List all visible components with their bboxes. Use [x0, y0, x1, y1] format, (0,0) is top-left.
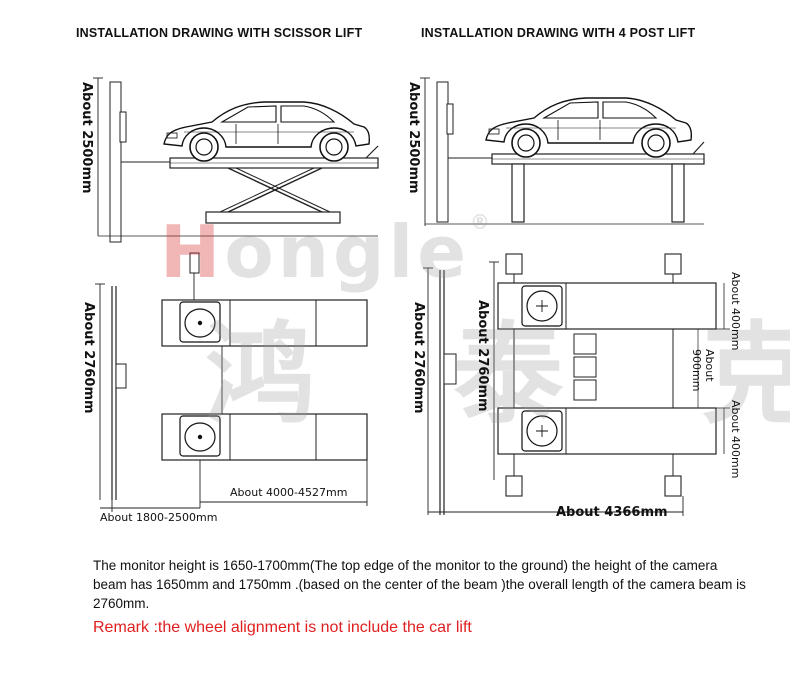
post-top-gap-label: About 400mm [729, 272, 742, 351]
post-mid-gap-label: About 900mm [690, 349, 716, 392]
scissor-offset-label: About 1800-2500mm [100, 511, 218, 524]
scissor-top-view [95, 252, 368, 512]
post-height-label: About 2500mm [406, 82, 421, 194]
scissor-lift-title: INSTALLATION DRAWING WITH SCISSOR LIFT [76, 26, 363, 40]
scissor-width-label: About 2760mm [81, 302, 96, 414]
description-text: The monitor height is 1650-1700mm(The to… [93, 558, 746, 611]
four-post-lift-title: INSTALLATION DRAWING WITH 4 POST LIFT [421, 26, 696, 40]
scissor-height-label: About 2500mm [79, 82, 94, 194]
post-width-inner-label: About 2760mm [475, 300, 490, 412]
remark-text: Remark :the wheel alignment is not inclu… [93, 619, 472, 636]
post-bottom-gap-label: About 400mm [729, 400, 742, 479]
four-post-top-view [423, 253, 730, 516]
post-length-label: About 4366mm [556, 505, 668, 520]
scissor-length-label: About 4000-4527mm [230, 486, 348, 499]
four-post-side-view [420, 77, 705, 226]
scissor-side-view [93, 77, 379, 243]
post-width-outer-label: About 2760mm [411, 302, 426, 414]
